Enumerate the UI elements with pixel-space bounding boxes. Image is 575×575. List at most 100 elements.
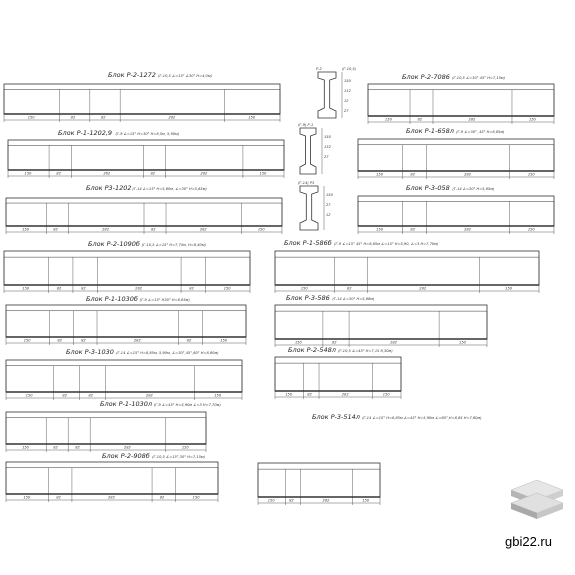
section-dim: 150 <box>324 135 332 139</box>
section-label: (Г-14) Р3 <box>298 181 315 185</box>
section-dim: 27 <box>326 203 331 207</box>
block-spec: (Г-14 ∠=30° Н=5,88м) <box>332 297 375 301</box>
dimension-label: 150 <box>528 228 536 232</box>
dimension-label: 82 <box>289 499 294 503</box>
dimension-label: 282 <box>464 228 472 232</box>
beam-outline <box>357 138 555 172</box>
block-title: Блок Р-2-548л <box>288 346 336 354</box>
dimension-label: 82 <box>81 339 86 343</box>
dimension-label: 150 <box>529 118 537 122</box>
dimension-label: 82 <box>62 394 67 398</box>
section-profile <box>299 185 319 231</box>
dimension-label: 150 <box>385 118 393 122</box>
dimension-label: 82 <box>57 339 62 343</box>
block-spec: (Г-10,5 ∠=45° Н=7,15 8,30м) <box>338 349 393 353</box>
dimension-label: 150 <box>362 499 370 503</box>
beam-outline <box>357 195 555 227</box>
block-spec: (Г-10,5 ∠=15°,30° Н=7,15м) <box>152 455 206 459</box>
block-spec: (Г-14 ∠=15° Н=8,85м ∠=45° Н=5,90м ∠=60°,… <box>362 416 482 420</box>
dimension-label: 150 <box>214 394 222 398</box>
block-title: Блок Р-2-908б <box>102 452 150 460</box>
dimension-label: 82 <box>418 118 423 122</box>
beam-outline <box>274 356 402 392</box>
dimension-label: 150 <box>459 341 467 345</box>
dimension-label: 282 <box>464 173 472 177</box>
block-spec: (Г-14 ∠=15° Н=8,85м, 5,90м, ∠=30°,45°,60… <box>116 351 219 355</box>
dimension-label: 150 <box>22 287 30 291</box>
dimension-label: 150 <box>25 172 33 176</box>
block-title: Блок Р-1-1202,9 <box>58 129 112 137</box>
section-dim: 150 <box>344 79 352 83</box>
dimension-label: 150 <box>259 172 267 176</box>
dimension-label: 82 <box>410 228 415 232</box>
dimension-label: 150 <box>285 393 293 397</box>
block-spec: (Г-10,5 ∠=30° 45° Н=7,15м) <box>452 76 506 80</box>
section-profile <box>299 127 317 175</box>
dimension-label: 82 <box>53 446 58 450</box>
dimension-label: 82 <box>410 173 415 177</box>
dimension-label: 150 <box>295 341 303 345</box>
section-dim: 27 <box>324 155 329 159</box>
block-title: Блок Р-1-658л <box>406 127 454 135</box>
dimension-label: 282 <box>200 228 208 232</box>
dimension-label: 150 <box>505 287 513 291</box>
section-profile <box>317 71 337 119</box>
section-dim: 12 <box>326 213 331 217</box>
dimension-label: 150 <box>268 499 276 503</box>
dimension-label: 150 <box>248 116 256 120</box>
dimension-label: 150 <box>23 496 31 500</box>
block-spec: (Г-14 ∠=15° Н=5,60м, ∠=30° Н=5,65м) <box>132 187 207 191</box>
block-title: Блок Р-2-7086 <box>402 73 450 81</box>
block-title: Блок Р3-1202 <box>86 184 132 192</box>
dimension-label: 82 <box>57 287 62 291</box>
section-note: (Г-10,5) <box>342 67 357 71</box>
block-spec: (Г-14 ∠=30° Н=5,85м) <box>452 187 495 191</box>
beam-outline <box>3 83 281 115</box>
section-label: (Г-9) Р-1 <box>298 123 313 127</box>
dimension-label: 82 <box>150 172 155 176</box>
dimension-label: 150 <box>301 287 309 291</box>
beam-outline <box>5 359 243 393</box>
watermark: gbi22.ru <box>505 476 575 575</box>
block-title: Блок Р-2-1090б <box>88 240 140 248</box>
block-title: Блок Р-3-586 <box>286 294 330 302</box>
dimension-label: 82 <box>160 496 165 500</box>
beam-outline <box>5 461 219 495</box>
dimension-label: 150 <box>24 339 32 343</box>
dimension-label: 82 <box>88 394 93 398</box>
block-title: Блок Р-2-1272 <box>108 71 156 79</box>
section-dim: 12 <box>344 99 349 103</box>
beam-outline <box>274 304 488 340</box>
dimension-label: 282 <box>419 287 427 291</box>
beam-outline <box>3 250 251 286</box>
dimension-label: 282 <box>468 118 476 122</box>
dimension-label: 82 <box>307 393 312 397</box>
dimension-label: 150 <box>224 287 232 291</box>
block-title: Блок Р-1-1030б <box>86 295 138 303</box>
dimension-label: 82 <box>332 341 337 345</box>
dimension-label: 82 <box>75 446 80 450</box>
dimension-label: 282 <box>135 287 143 291</box>
dimension-label: 282 <box>168 116 176 120</box>
dimension-label: 82 <box>151 228 156 232</box>
block-title: Блок Р-3-514л <box>312 413 360 421</box>
beam-outline <box>367 83 555 117</box>
dimension-label: 82 <box>189 287 194 291</box>
dimension-label: 150 <box>528 173 536 177</box>
dimension-label: 150 <box>22 228 30 232</box>
section-label: Р-2 <box>316 67 322 71</box>
dimension-label: 82 <box>71 116 76 120</box>
section-dim: 150 <box>326 193 334 197</box>
dimension-label: 82 <box>347 287 352 291</box>
section-dim: 27 <box>344 109 349 113</box>
beam-outline <box>257 462 381 498</box>
block-title: Блок Р-1-1030л <box>100 400 152 408</box>
dimension-label: 282 <box>108 496 116 500</box>
section-dim: 112 <box>344 89 352 93</box>
block-spec: (Г-9 ∠=15° Н30° Н=8,85м) <box>140 298 191 302</box>
dimension-label: 282 <box>134 339 142 343</box>
dimension-label: 150 <box>26 394 34 398</box>
dimension-label: 282 <box>390 341 398 345</box>
